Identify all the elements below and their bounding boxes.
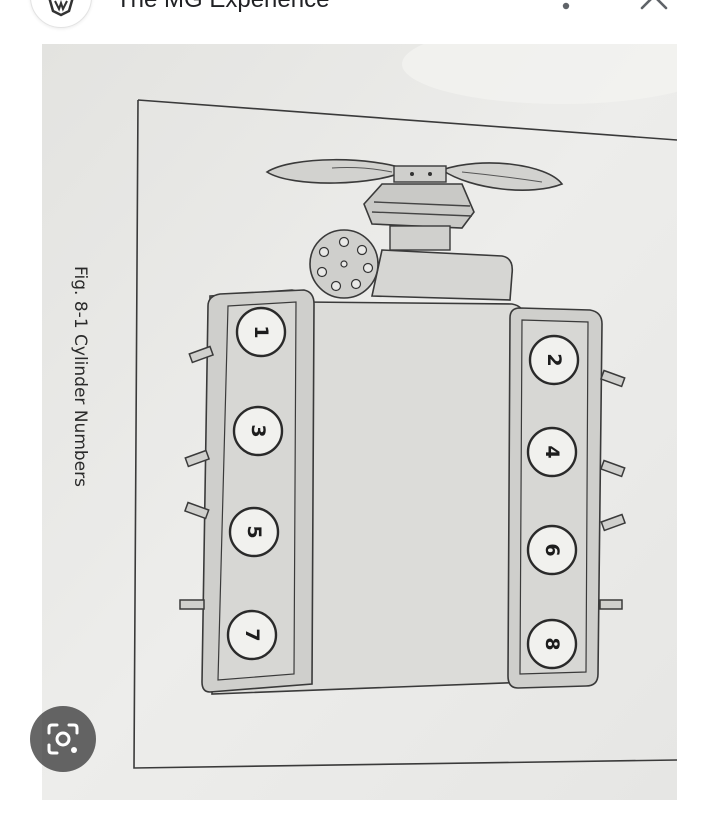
engine-diagram-image[interactable]: Fig. 8-1 Cylinder Numbers — [42, 44, 677, 800]
distributor-icon — [309, 229, 379, 299]
cylinder-7-label: 7 — [241, 628, 263, 641]
figure-frame — [133, 99, 677, 769]
site-title[interactable]: The MG Experience — [116, 0, 329, 14]
pulley-icon — [363, 183, 475, 251]
cylinder-1: 1 — [235, 306, 287, 358]
cylinder-5-label: 5 — [243, 525, 265, 538]
spark-plugs-left — [179, 345, 215, 610]
site-logo-icon[interactable] — [30, 0, 92, 28]
lens-search-button[interactable] — [30, 706, 96, 772]
cylinder-7: 7 — [226, 609, 278, 661]
cylinder-8: 8 — [526, 618, 578, 670]
cylinder-2-label: 2 — [543, 353, 565, 366]
cylinder-6-label: 6 — [541, 543, 563, 556]
more-vert-icon[interactable] — [552, 0, 580, 14]
cylinder-3-label: 3 — [247, 424, 269, 437]
close-icon[interactable] — [636, 0, 672, 14]
top-bar: The MG Experience — [0, 0, 720, 44]
cylinder-6: 6 — [526, 524, 578, 576]
diagram-svg: Fig. 8-1 Cylinder Numbers — [42, 44, 677, 800]
cylinder-2: 2 — [528, 334, 580, 386]
cylinder-1-label: 1 — [250, 325, 272, 338]
cylinder-5: 5 — [228, 506, 280, 558]
water-pump-housing — [371, 249, 514, 301]
figure-caption: Fig. 8-1 Cylinder Numbers — [70, 266, 90, 487]
cylinder-8-label: 8 — [541, 637, 563, 650]
cylinder-4-label: 4 — [541, 445, 563, 458]
fan-icon — [265, 158, 564, 191]
camera-search-icon — [47, 723, 79, 755]
cylinder-4: 4 — [526, 426, 578, 478]
paper-highlight — [402, 44, 677, 104]
cylinder-3: 3 — [232, 405, 284, 457]
spark-plugs-right — [599, 369, 627, 610]
